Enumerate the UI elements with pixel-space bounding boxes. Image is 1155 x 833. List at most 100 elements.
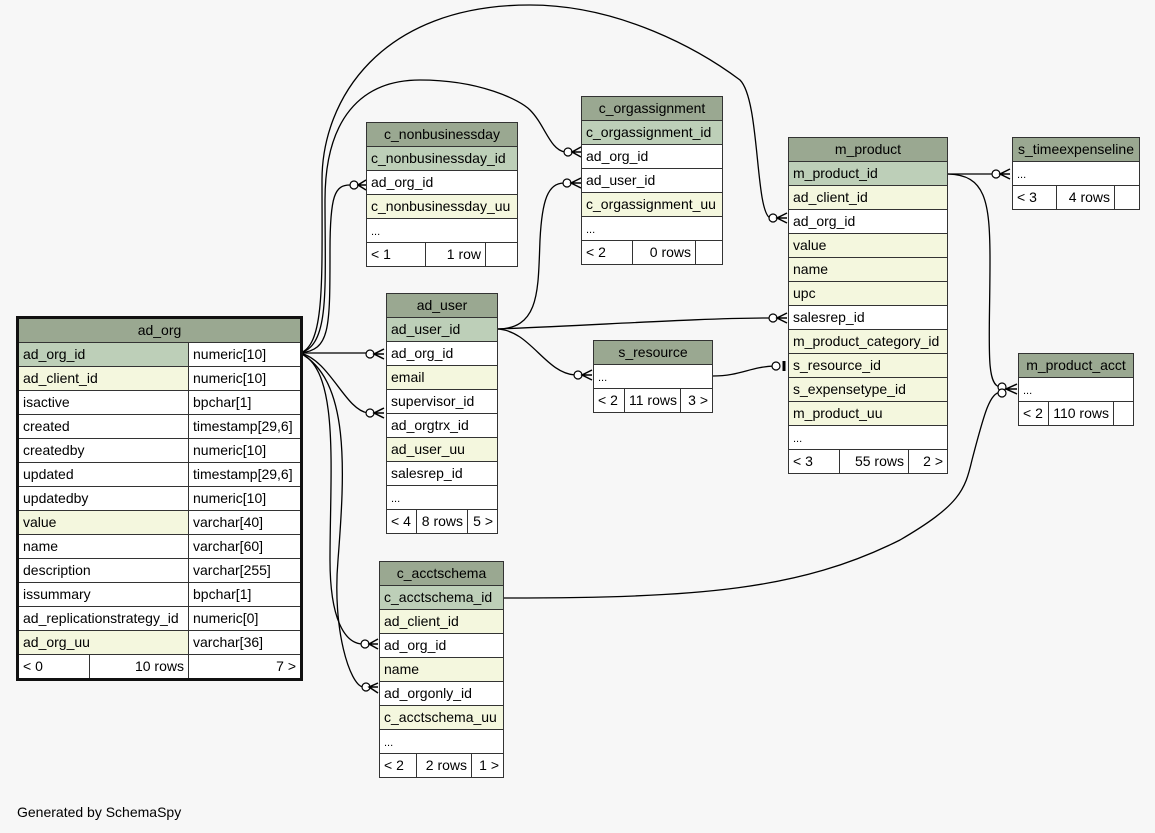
column-row[interactable]: upc [789,282,947,306]
column-name: c_acctschema_uu [380,706,503,729]
column-row[interactable]: c_acctschema_uu [380,706,503,730]
children-count[interactable]: 2 > [908,450,947,473]
column-row[interactable]: ... [1019,378,1133,402]
children-count[interactable]: 1 > [471,754,503,777]
children-count[interactable]: 7 > [188,655,300,678]
column-row[interactable]: m_product_id [789,162,947,186]
column-row[interactable]: c_acctschema_id [380,586,503,610]
parents-count[interactable]: < 2 [1019,402,1048,425]
column-row[interactable]: salesrep_id [387,462,497,486]
column-row[interactable]: c_nonbusinessday_uu [367,195,517,219]
column-name: ad_org_id [380,634,503,657]
column-row[interactable]: ad_org_id [789,210,947,234]
column-row[interactable]: ... [582,217,722,241]
table-title: ad_user [387,294,497,318]
children-count[interactable]: 3 > [680,389,712,412]
column-row[interactable]: ad_orgonly_id [380,682,503,706]
column-type: varchar[40] [188,511,300,534]
column-row[interactable]: ... [387,486,497,510]
column-type: varchar[255] [188,559,300,582]
column-name: ad_client_id [19,367,188,390]
row-count: 11 rows [624,389,680,412]
column-row[interactable]: c_nonbusinessday_id [367,147,517,171]
column-row[interactable]: salesrep_id [789,306,947,330]
parents-count[interactable]: < 2 [594,389,624,412]
column-row[interactable]: ad_user_id [387,318,497,342]
column-name: s_resource_id [789,354,947,377]
column-name: s_expensetype_id [789,378,947,401]
column-row[interactable]: ad_client_id [789,186,947,210]
parents-count[interactable]: < 3 [1013,186,1056,209]
column-row[interactable]: m_product_category_id [789,330,947,354]
column-row[interactable]: ... [1013,162,1139,186]
row-count: 110 rows [1048,402,1113,425]
column-row[interactable]: ad_org_id [582,145,722,169]
row-count: 1 row [425,243,485,266]
parents-count[interactable]: < 2 [380,754,416,777]
parents-count[interactable]: < 1 [367,243,425,266]
column-row[interactable]: ad_org_id [380,634,503,658]
children-count[interactable] [1114,186,1139,209]
column-type: bpchar[1] [188,391,300,414]
parents-count[interactable]: < 2 [582,241,632,264]
column-name: updatedby [19,487,188,510]
table-title: s_resource [594,341,712,365]
column-row[interactable]: ... [594,365,712,389]
column-row[interactable]: c_orgassignment_id [582,121,722,145]
column-row[interactable]: email [387,366,497,390]
column-row[interactable]: m_product_uu [789,402,947,426]
row-count: 2 rows [416,754,471,777]
column-name: ad_org_uu [19,631,188,654]
column-row[interactable]: s_resource_id [789,354,947,378]
column-type: numeric[10] [188,367,300,390]
children-count[interactable] [1113,402,1133,425]
parents-count[interactable]: < 0 [19,655,89,678]
column-row[interactable]: value [789,234,947,258]
column-row[interactable]: ... [367,219,517,243]
column-row[interactable]: ... [380,730,503,754]
column-name: ad_user_id [387,318,497,341]
column-row[interactable]: ad_org_id [367,171,517,195]
column-row[interactable]: supervisor_id [387,390,497,414]
parents-count[interactable]: < 4 [387,510,416,533]
children-count[interactable] [485,243,517,266]
column-row[interactable]: ad_client_id [380,610,503,634]
column-row[interactable]: ad_user_id [582,169,722,193]
children-count[interactable]: 5 > [467,510,497,533]
parents-count[interactable]: < 3 [789,450,839,473]
column-row[interactable]: ad_org_id [387,342,497,366]
column-row[interactable]: name [380,658,503,682]
column-row[interactable]: ad_orgtrx_id [387,414,497,438]
column-row[interactable]: name [789,258,947,282]
column-row[interactable]: s_expensetype_id [789,378,947,402]
column-row[interactable]: ad_user_uu [387,438,497,462]
column-row[interactable]: c_orgassignment_uu [582,193,722,217]
column-row[interactable]: ... [789,426,947,450]
children-count[interactable] [695,241,722,264]
row-count: 4 rows [1056,186,1114,209]
